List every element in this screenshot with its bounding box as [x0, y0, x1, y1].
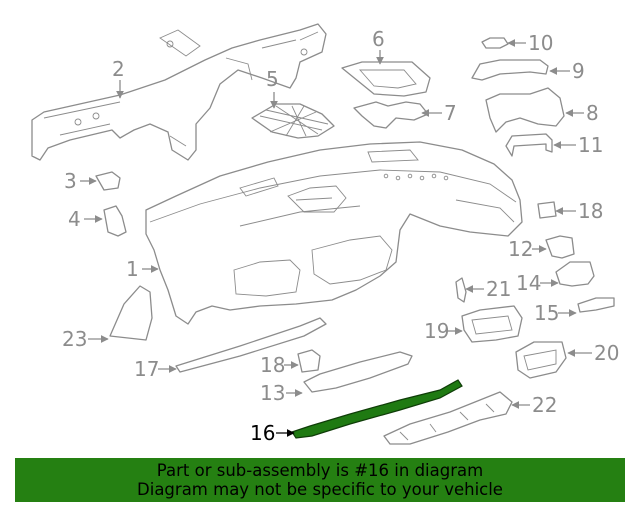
part-12-bracket	[545, 235, 575, 259]
banner-line-2: Diagram may not be specific to your vehi…	[137, 480, 503, 499]
callout-4: 4	[68, 207, 103, 231]
callout-label-15: 15	[534, 301, 559, 325]
part-19-bezel	[461, 305, 523, 343]
banner-line-1: Part or sub-assembly is #16 in diagram	[156, 461, 484, 480]
callout-11: 11	[553, 133, 603, 157]
callout-1: 1	[126, 257, 159, 281]
callout-8: 8	[565, 101, 599, 125]
callout-20: 20	[567, 341, 619, 365]
callout-15: 15	[534, 301, 577, 325]
callout-14: 14	[516, 271, 559, 295]
part-20-bezel	[515, 341, 567, 379]
callout-label-5: 5	[266, 67, 279, 91]
callout-label-7: 7	[444, 101, 457, 125]
part-11-handle	[505, 133, 553, 157]
callout-label-13: 13	[260, 381, 285, 405]
part-9-trim	[471, 59, 549, 81]
part-7-bracket	[353, 101, 429, 129]
callout-3: 3	[64, 169, 97, 193]
part-8-bezel	[485, 87, 565, 133]
callout-label-16: 16	[250, 421, 275, 445]
callout-label-20: 20	[594, 341, 619, 365]
part-1-instrument-panel	[145, 141, 523, 325]
part-23-side-cover	[109, 285, 153, 341]
callout-17: 17	[134, 357, 177, 381]
callout-label-11: 11	[578, 133, 603, 157]
callout-label-3: 3	[64, 169, 77, 193]
parts-diagram: 1 2 3 4 5 6 7 8 9 10 11 12	[31, 23, 619, 445]
callout-label-4: 4	[68, 207, 81, 231]
callout-9: 9	[549, 59, 585, 83]
part-18-cover-lower	[297, 349, 321, 373]
part-16-highlighted	[291, 379, 463, 439]
callout-12: 12	[508, 237, 547, 261]
part-6-trim-panel	[341, 61, 431, 97]
part-5-grille	[251, 103, 335, 139]
callout-label-19: 19	[424, 319, 449, 343]
callout-label-21: 21	[486, 277, 511, 301]
part-13-panel	[303, 351, 413, 393]
callout-label-2: 2	[112, 57, 125, 81]
callout-label-14: 14	[516, 271, 541, 295]
callout-label-10: 10	[528, 31, 553, 55]
callout-label-8: 8	[586, 101, 599, 125]
callout-16: 16	[250, 421, 295, 445]
callout-label-17: 17	[134, 357, 159, 381]
callout-label-23: 23	[62, 327, 87, 351]
callout-21: 21	[465, 277, 511, 301]
callout-22: 22	[511, 393, 557, 417]
part-14-bracket	[555, 261, 595, 287]
part-3-clip	[95, 171, 121, 191]
disclaimer-banner: Part or sub-assembly is #16 in diagram D…	[15, 458, 625, 502]
part-2-cross-car-beam	[31, 23, 327, 161]
callout-18-upper: 18	[555, 199, 603, 223]
part-18-cover-upper	[537, 201, 557, 219]
part-15-trim	[577, 297, 615, 313]
callout-label-6: 6	[372, 27, 385, 51]
callout-5: 5	[266, 67, 279, 109]
part-17-trim-strip	[175, 317, 327, 373]
callout-label-22: 22	[532, 393, 557, 417]
part-21-clip	[455, 277, 467, 303]
callout-label-1: 1	[126, 257, 139, 281]
callout-13: 13	[260, 381, 303, 405]
callout-19: 19	[424, 319, 463, 343]
callout-label-12: 12	[508, 237, 533, 261]
part-4-bracket	[103, 205, 127, 237]
part-22-bracket	[383, 391, 513, 445]
callout-23: 23	[62, 327, 109, 351]
callout-2: 2	[112, 57, 125, 99]
callout-18-lower: 18	[260, 353, 299, 377]
callout-label-9: 9	[572, 59, 585, 83]
callout-6: 6	[372, 27, 385, 65]
callout-7: 7	[421, 101, 457, 125]
callout-10: 10	[507, 31, 553, 55]
part-10-clip	[481, 37, 509, 49]
callout-label-18-upper: 18	[578, 199, 603, 223]
callout-label-18-lower: 18	[260, 353, 285, 377]
